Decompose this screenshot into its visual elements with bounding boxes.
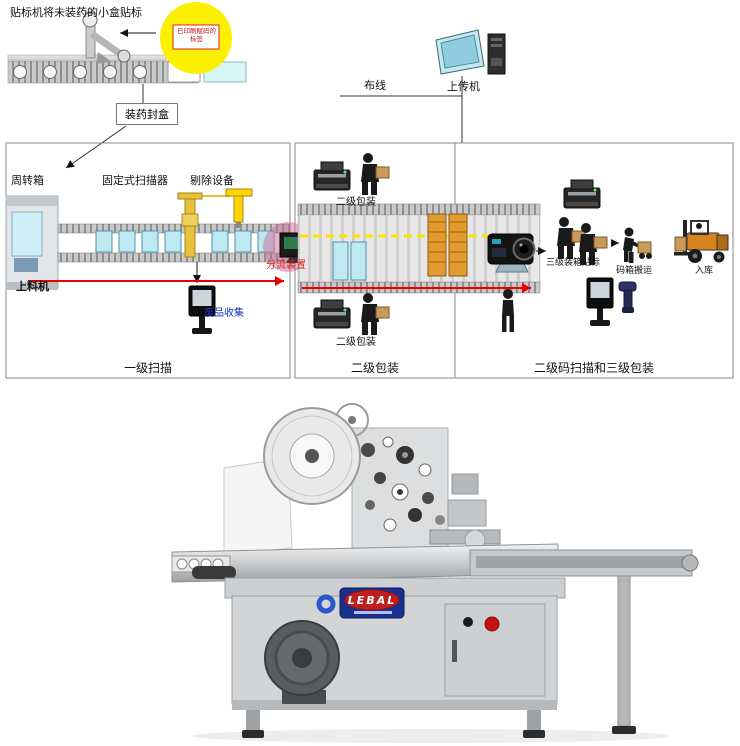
- monitor-device-icon: [586, 277, 614, 327]
- top-left-labeler-diagram: [7, 2, 247, 169]
- forklift-icon: [673, 219, 729, 264]
- panel3-title: 二级码扫描和三级包装: [533, 361, 654, 375]
- feeder-label: 上料机: [16, 280, 49, 293]
- pack-bottom-label: 二级包装: [336, 337, 376, 348]
- turnover-box-label: 周转箱: [11, 174, 44, 187]
- panel2-title: 二级包装: [350, 361, 399, 375]
- reject-device-label: 剔除设备: [190, 174, 234, 187]
- brand-plate: [339, 587, 405, 619]
- person-icon: [502, 289, 514, 332]
- power-button: [463, 617, 473, 627]
- upload-station: [340, 29, 506, 143]
- panel1-title: 一级扫描: [123, 361, 172, 375]
- rollers: [361, 436, 445, 532]
- fixed-scanner-device: [177, 192, 230, 258]
- blue-fitting: [316, 594, 336, 614]
- label-roll-note: 已印刷赋码的标签: [177, 27, 216, 44]
- machine-brand: LEBAL: [347, 594, 397, 607]
- feeder-machine: [5, 195, 59, 290]
- upload-pc-icon: [435, 29, 506, 75]
- panel3-art: [487, 179, 729, 332]
- pack-top-label: 二级包装: [336, 197, 376, 208]
- tertiary-pack-label: 三级装箱贴标: [546, 258, 601, 268]
- printer-icon: [313, 161, 351, 191]
- diverter-label: 分流装置: [266, 260, 306, 271]
- upload-label: 上传机: [447, 80, 480, 93]
- fill-seal-label: 装药封盒: [116, 103, 178, 125]
- cart-worker-icon: [622, 227, 653, 264]
- motor: [264, 620, 340, 704]
- warehouse-label: 入库: [695, 266, 714, 276]
- fixed-scanner-label: 固定式扫描器: [102, 174, 168, 187]
- wiring-label: 布线: [364, 79, 386, 92]
- reject-device: [225, 188, 253, 228]
- printer-icon: [313, 299, 351, 329]
- labeling-machine: [171, 403, 699, 743]
- printer-icon: [563, 179, 601, 209]
- emergency-button: [484, 616, 500, 632]
- top-note: 贴标机将未装药的小盒贴标: [10, 6, 142, 19]
- worker-box-icon: [360, 292, 390, 336]
- waste-collect-label: 废品收集: [204, 308, 244, 319]
- orange-cases: [427, 213, 468, 277]
- scan-gun-icon: [618, 281, 637, 314]
- outfeed-tray: [469, 549, 699, 734]
- carton-move-label: 码箱搬运: [616, 266, 653, 276]
- worker-box-icon: [360, 152, 390, 196]
